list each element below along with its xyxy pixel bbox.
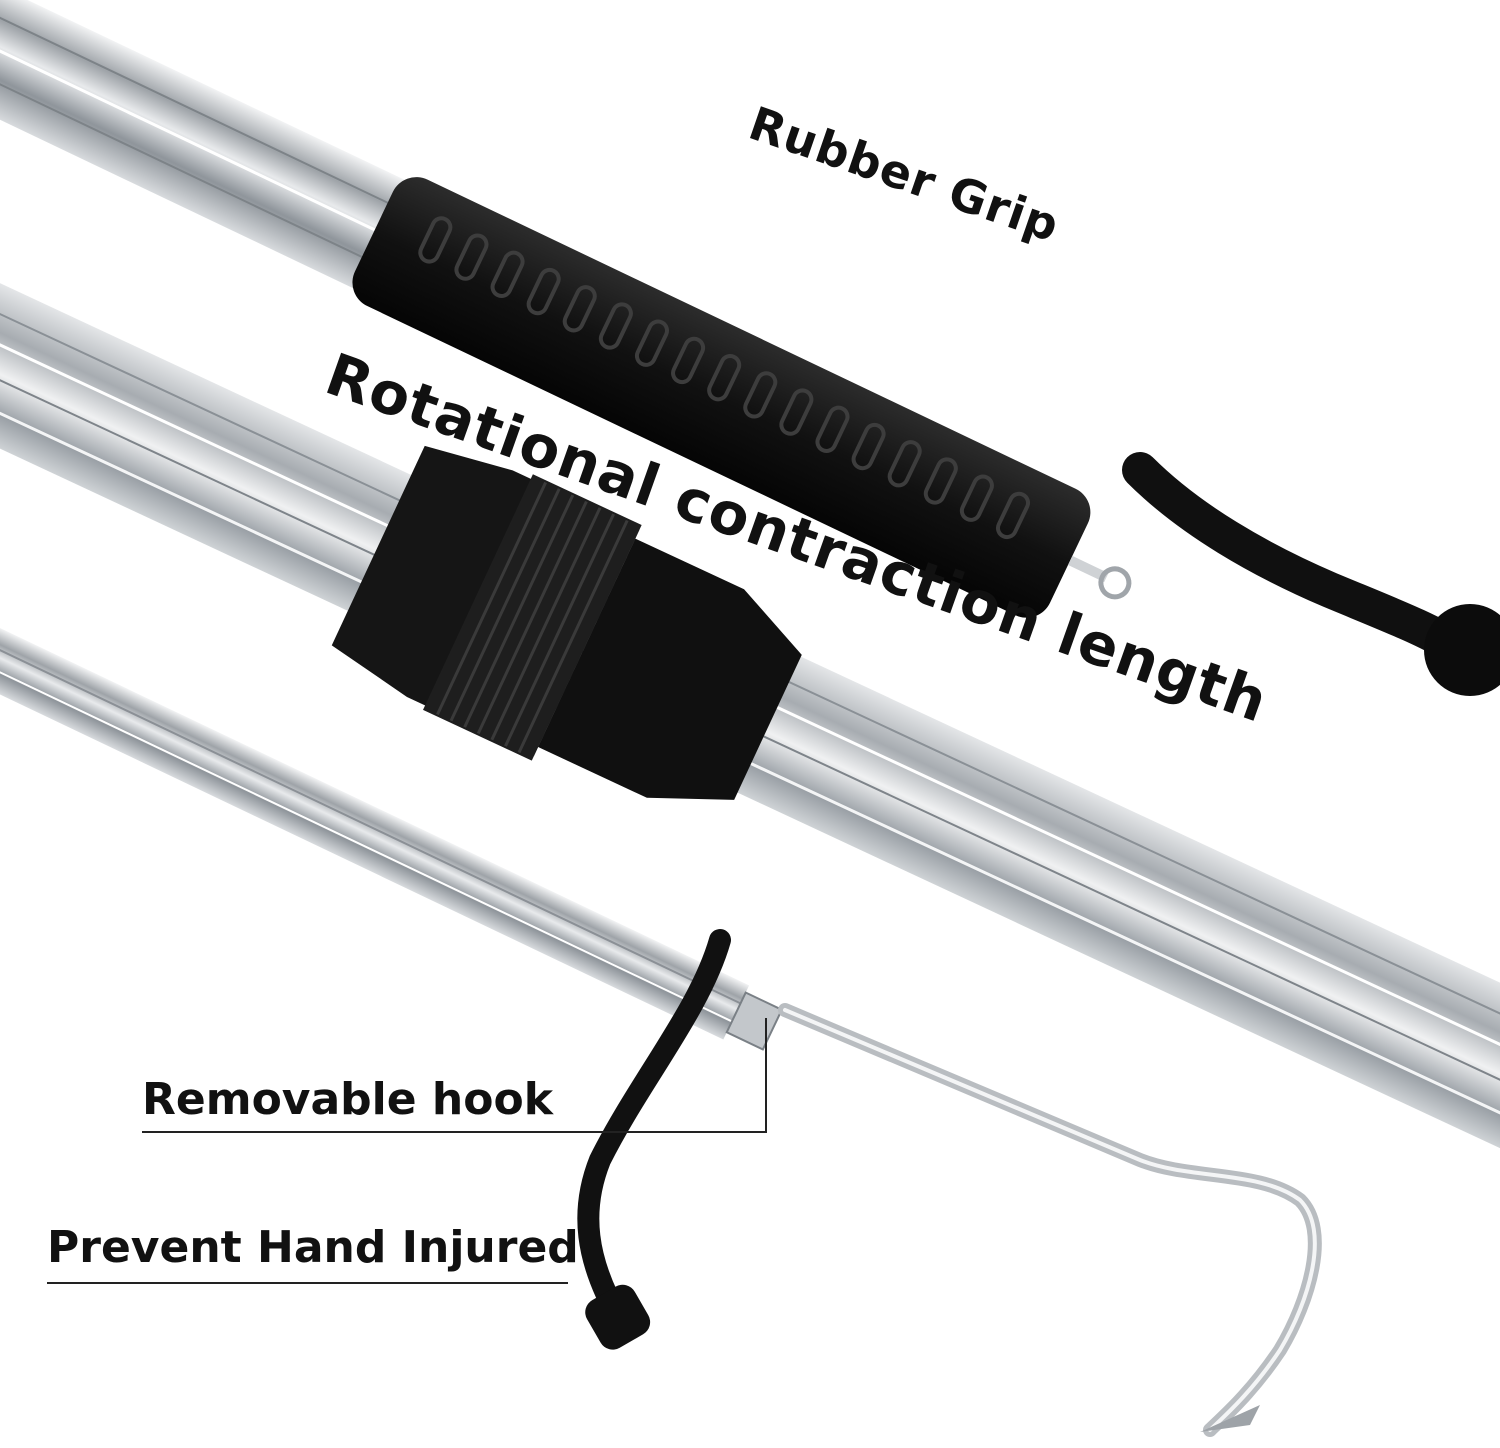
lock-collar-cone	[538, 538, 802, 800]
hook-guard	[577, 929, 731, 1331]
middle-pole	[0, 267, 1500, 1165]
hex-coupler	[725, 991, 784, 1051]
top-pole	[0, 0, 1132, 618]
lanyard	[1122, 452, 1478, 668]
removable-hook-label: Removable hook	[142, 1074, 553, 1125]
end-pin	[1068, 555, 1109, 583]
callout-line-hook	[142, 1018, 767, 1133]
gaff-hook	[778, 1003, 1322, 1437]
prevent-injury-label: Prevent Hand Injured	[47, 1222, 579, 1273]
hook-point	[1200, 1405, 1260, 1432]
lanyard-stopper	[1424, 604, 1500, 696]
key-ring	[1098, 566, 1132, 600]
hook-guard-cap	[585, 1284, 651, 1350]
top-pole-tube	[0, 0, 436, 304]
bottom-pole	[0, 619, 784, 1051]
